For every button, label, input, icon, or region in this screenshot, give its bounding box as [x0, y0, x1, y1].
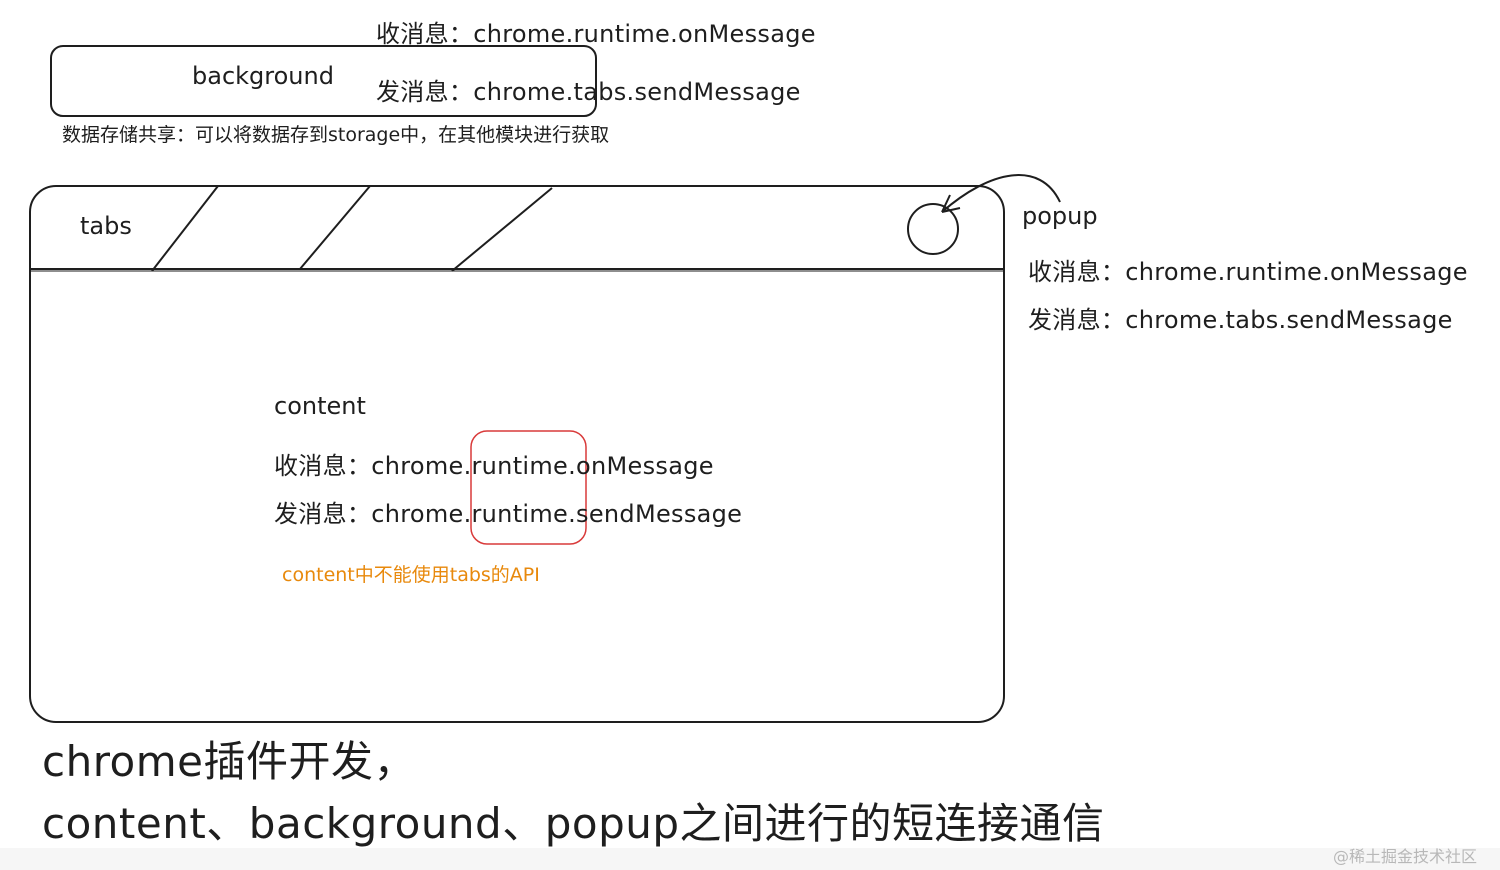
- background-box: [50, 45, 597, 117]
- bottom-shadow: [0, 848, 1500, 870]
- popup-icon: [907, 203, 959, 255]
- tab-separator-2: [299, 185, 371, 270]
- storage-note: 数据存储共享：可以将数据存到storage中，在其他模块进行获取: [62, 124, 610, 146]
- background-send-text: 发消息：chrome.tabs.sendMessage: [376, 78, 801, 106]
- content-send-text: 发消息：chrome.runtime.sendMessage: [274, 500, 743, 528]
- content-receive-text: 收消息：chrome.runtime.onMessage: [274, 452, 714, 480]
- content-label: content: [274, 392, 366, 420]
- popup-label: popup: [1022, 202, 1098, 230]
- content-api-note: content中不能使用tabs的API: [282, 564, 540, 586]
- tabs-label: tabs: [80, 212, 132, 240]
- popup-receive-text: 收消息：chrome.runtime.onMessage: [1028, 258, 1468, 286]
- watermark: @稀土掘金技术社区: [1333, 847, 1478, 866]
- background-receive-text: 收消息：chrome.runtime.onMessage: [376, 20, 816, 48]
- title-line-2: content、background、popup之间进行的短连接通信: [42, 799, 1105, 848]
- runtime-highlight-box: [470, 430, 587, 545]
- tab-separator-1: [151, 185, 219, 272]
- popup-arrow: [941, 174, 1061, 213]
- background-label: background: [192, 62, 334, 90]
- browser-window: [29, 185, 1005, 723]
- popup-arrow-head: [941, 194, 961, 213]
- popup-send-text: 发消息：chrome.tabs.sendMessage: [1028, 306, 1453, 334]
- title-line-1: chrome插件开发，: [42, 737, 417, 786]
- tab-separator-3: [451, 187, 553, 272]
